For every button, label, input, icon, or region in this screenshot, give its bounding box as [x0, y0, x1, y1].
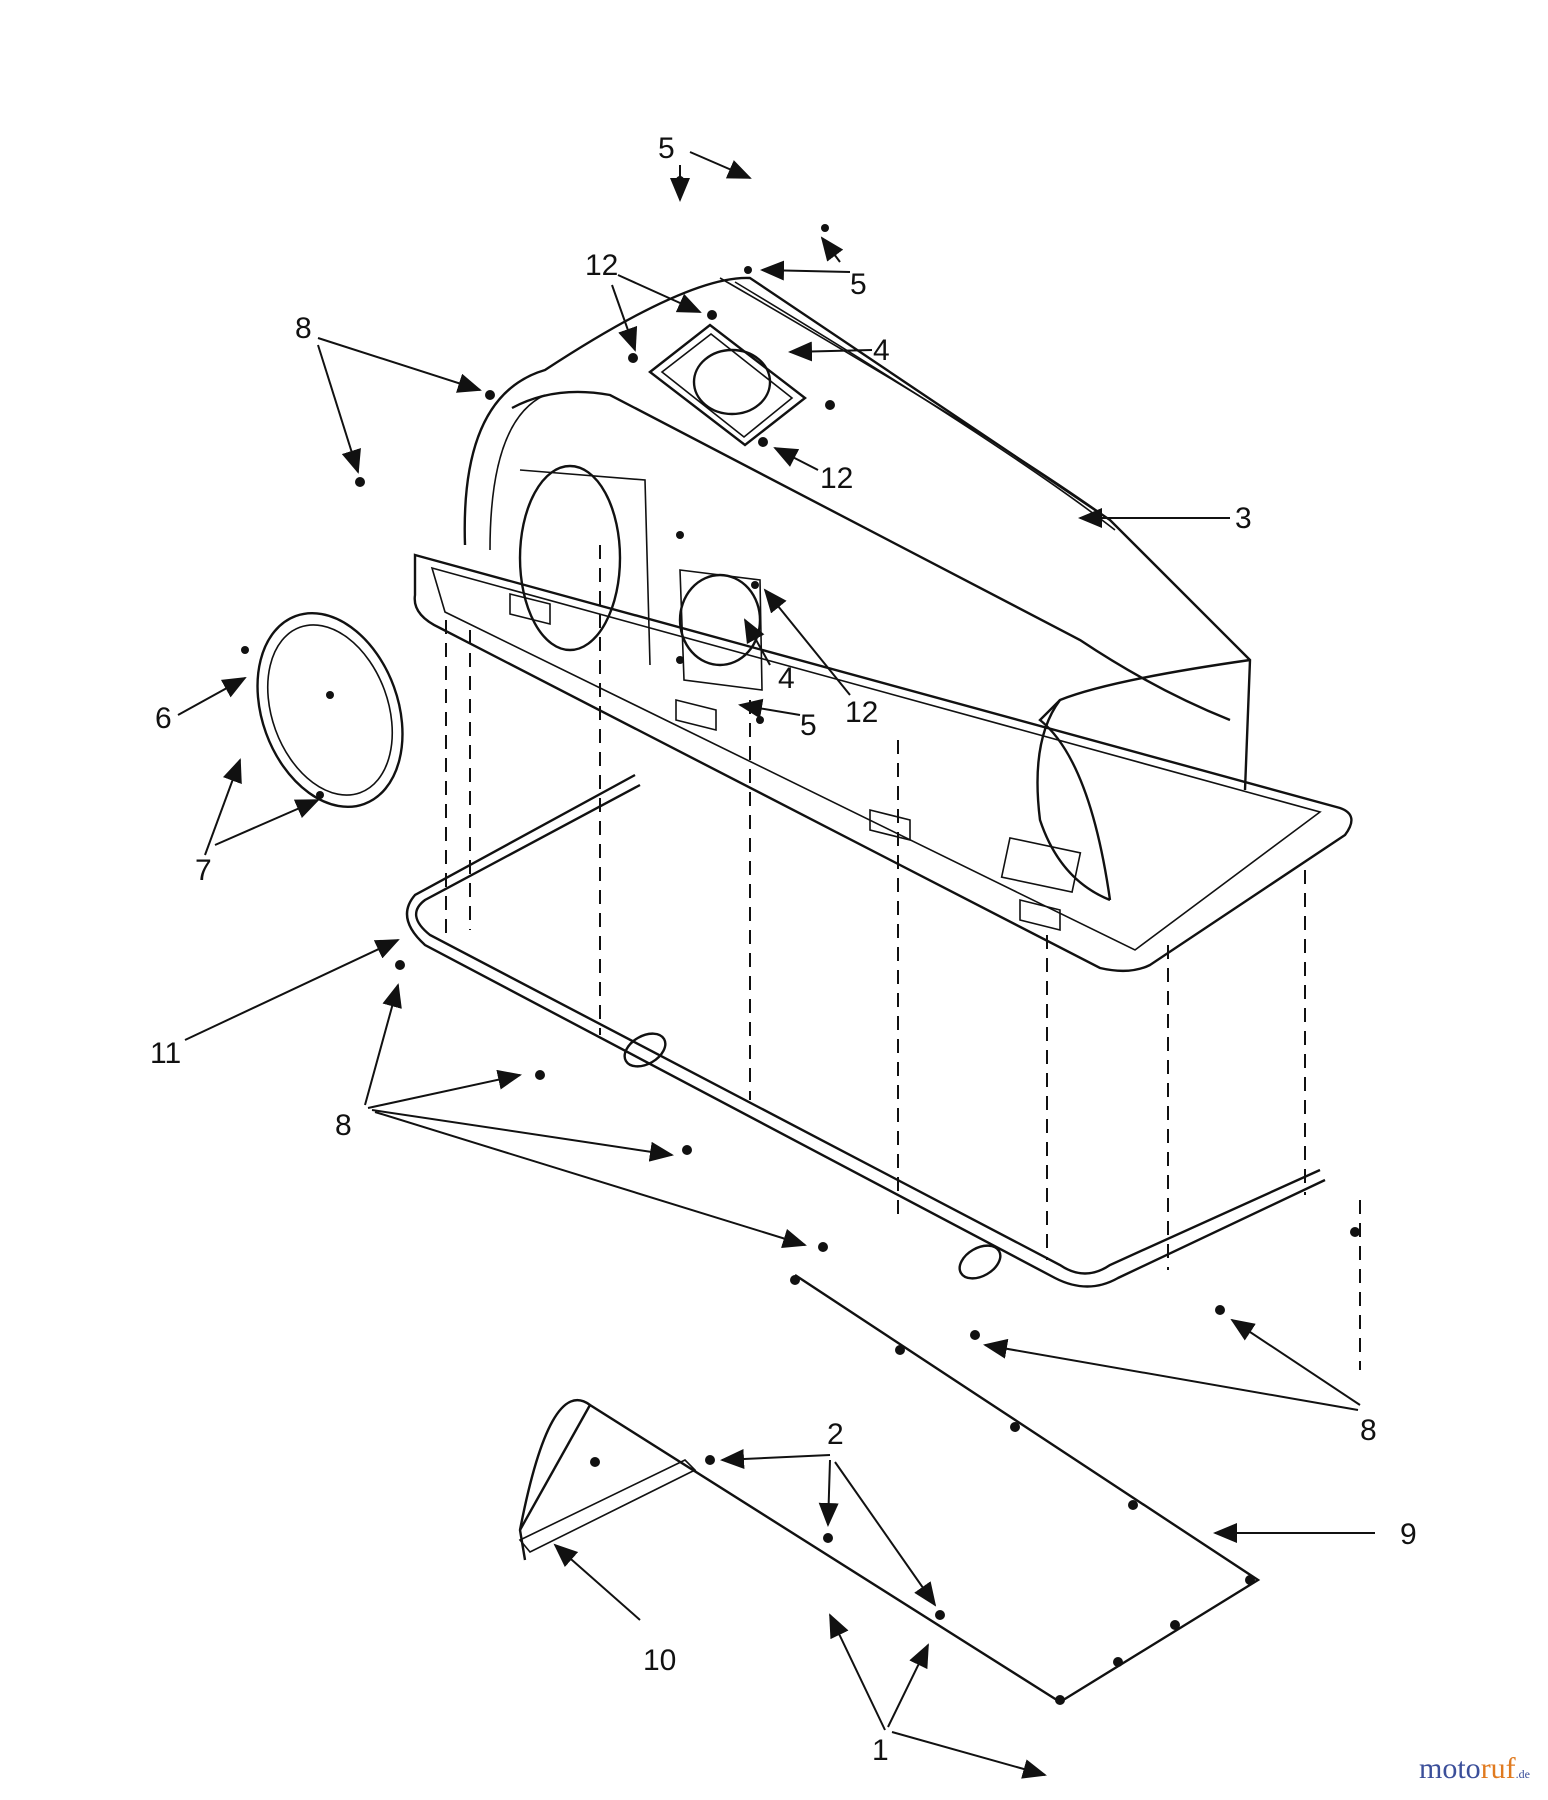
callout-1: 1	[872, 1734, 889, 1767]
callout-10: 10	[643, 1644, 676, 1677]
callout-11: 11	[150, 1037, 181, 1070]
callout-5: 5	[850, 268, 867, 301]
callout-3: 3	[1235, 502, 1252, 535]
grass-catcher-housing	[413, 276, 1353, 973]
watermark-logo: motoruf.de	[1419, 1752, 1530, 1786]
callout-5: 5	[800, 709, 817, 742]
callout-8: 8	[335, 1109, 352, 1142]
callout-8: 8	[1360, 1414, 1377, 1447]
alignment-lines	[445, 545, 1361, 1370]
callout-9: 9	[1400, 1518, 1417, 1551]
frame-rod	[405, 773, 1326, 1288]
callout-2: 2	[827, 1418, 844, 1451]
watermark-part-3: .de	[1515, 1767, 1530, 1781]
callout-12: 12	[585, 249, 618, 282]
callout-labels: 5 5 12 4 8 12 3 4 12 5 6 7 11 8 8 2 9 10…	[150, 132, 1417, 1767]
leader-lines	[177, 151, 1375, 1779]
callout-4: 4	[778, 662, 795, 695]
callout-8: 8	[295, 312, 312, 345]
callout-6: 6	[155, 702, 172, 735]
watermark-part-2: ruf	[1480, 1752, 1516, 1785]
callout-12: 12	[845, 696, 878, 729]
callout-7: 7	[195, 854, 212, 887]
ring-gasket	[256, 611, 404, 809]
watermark-part-1: moto	[1419, 1752, 1481, 1785]
callout-5: 5	[658, 132, 675, 165]
callout-12: 12	[820, 462, 853, 495]
callout-4: 4	[873, 334, 890, 367]
fasteners	[241, 176, 1360, 1705]
bottom-cover	[518, 1273, 1261, 1704]
